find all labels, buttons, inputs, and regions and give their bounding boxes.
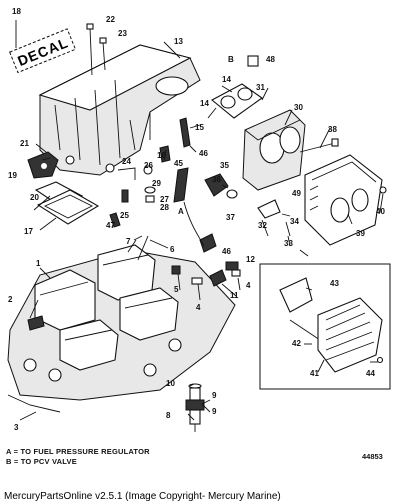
decal-label: DECAL	[9, 28, 77, 74]
legend-b: B = TO PCV VALVE	[6, 457, 77, 466]
fitting-48-part	[247, 55, 259, 67]
callout-45: 45	[174, 159, 183, 168]
callout-10: 10	[166, 379, 175, 388]
leader-lines	[15, 20, 384, 421]
sensor-2-part	[27, 315, 45, 331]
callout-labels: 18 22 23 13 B 48 14 31 14 30 15 38 21 16…	[8, 7, 385, 432]
callout-43: 43	[330, 279, 339, 288]
gasket-37-part	[226, 189, 238, 199]
callout-1: 1	[36, 259, 41, 268]
callout-33: 33	[284, 239, 293, 248]
callout-49: 49	[292, 189, 301, 198]
callout-19: 19	[8, 171, 17, 180]
callout-15: 15	[195, 123, 204, 132]
flame-arrestor-39-part	[304, 154, 383, 246]
upper-plenum-part	[38, 44, 201, 176]
callout-28: 28	[160, 203, 169, 212]
hose-11-part	[209, 269, 227, 287]
callout-44: 44	[366, 369, 375, 378]
screw-33-part	[285, 221, 291, 237]
callout-34: 34	[290, 217, 299, 226]
callout-5: 5	[174, 285, 179, 294]
callout-11: 11	[230, 291, 239, 300]
callout-18: 18	[12, 7, 21, 16]
bolt-23-part	[99, 37, 107, 71]
callout-27: 27	[160, 195, 169, 204]
callout-4a: 4	[246, 281, 251, 290]
callout-2: 2	[8, 295, 13, 304]
callout-26: 26	[144, 161, 153, 170]
callout-6: 6	[170, 245, 175, 254]
gasket-31-part	[211, 83, 263, 119]
sensor-19-part	[27, 151, 59, 179]
washer-26-part	[143, 165, 153, 175]
callout-46a: 46	[199, 149, 208, 158]
hose-46-part	[183, 201, 217, 253]
fitting-5-part	[171, 265, 181, 275]
inset-box	[259, 263, 391, 390]
callout-7: 7	[126, 237, 131, 246]
callout-12: 12	[246, 255, 255, 264]
bolt-6-part	[137, 235, 149, 261]
callout-40: 40	[376, 207, 385, 216]
hose-45-part	[173, 167, 189, 203]
washer-27-part	[144, 186, 156, 194]
callout-14a: 14	[222, 75, 231, 84]
copyright-footer: MercuryPartsOnline v2.5.1 (Image Copyrig…	[0, 489, 400, 504]
sensor-35-part	[204, 173, 229, 197]
screw-34-part	[281, 213, 291, 217]
callout-41: 41	[310, 369, 319, 378]
callout-ref-b: B	[228, 55, 234, 64]
callout-22: 22	[106, 15, 115, 24]
bolt-7-part	[127, 239, 137, 253]
fitting-25-part	[121, 189, 129, 203]
callout-38: 38	[328, 125, 337, 134]
callout-36: 36	[212, 175, 221, 184]
callout-23: 23	[118, 29, 127, 38]
diagram-number: 44853	[362, 452, 383, 461]
nut-28-part	[145, 195, 155, 203]
screw-40-part	[379, 186, 387, 194]
callout-25: 25	[120, 211, 129, 220]
bracket-32-part	[257, 199, 281, 219]
callout-42: 42	[292, 339, 301, 348]
callout-39: 39	[356, 229, 365, 238]
callout-47: 47	[106, 221, 115, 230]
legend-a: A = TO FUEL PRESSURE REGULATOR	[6, 447, 150, 456]
callout-13: 13	[174, 37, 183, 46]
bracket-24-part	[117, 167, 136, 180]
hose-12-part	[225, 261, 239, 271]
callout-48: 48	[266, 55, 275, 64]
bolt-22-part	[86, 23, 94, 76]
callout-35: 35	[220, 161, 229, 170]
fuel-injector-part	[185, 383, 205, 432]
bolt-38-part	[299, 138, 339, 153]
callout-21: 21	[20, 139, 29, 148]
callout-24: 24	[122, 157, 131, 166]
callout-9b: 9	[212, 407, 217, 416]
intake-manifold-part	[7, 244, 236, 413]
callout-9a: 9	[212, 391, 217, 400]
callout-20: 20	[30, 193, 39, 202]
callout-29: 29	[152, 179, 161, 188]
callout-8: 8	[166, 411, 171, 420]
callout-37: 37	[226, 213, 235, 222]
callout-3: 3	[14, 423, 19, 432]
plate-17-part	[36, 189, 100, 225]
callout-31: 31	[256, 83, 265, 92]
hose-15-part	[179, 117, 191, 148]
callout-4b: 4	[196, 303, 201, 312]
throttle-body-30-part	[242, 109, 306, 191]
callout-ref-a: A	[178, 207, 184, 216]
callout-17: 17	[24, 227, 33, 236]
hose-47-part	[109, 212, 121, 228]
callout-32: 32	[258, 221, 267, 230]
callout-16: 16	[157, 151, 166, 160]
callout-14b: 14	[200, 99, 209, 108]
callout-46b: 46	[222, 247, 231, 256]
callout-30: 30	[294, 103, 303, 112]
